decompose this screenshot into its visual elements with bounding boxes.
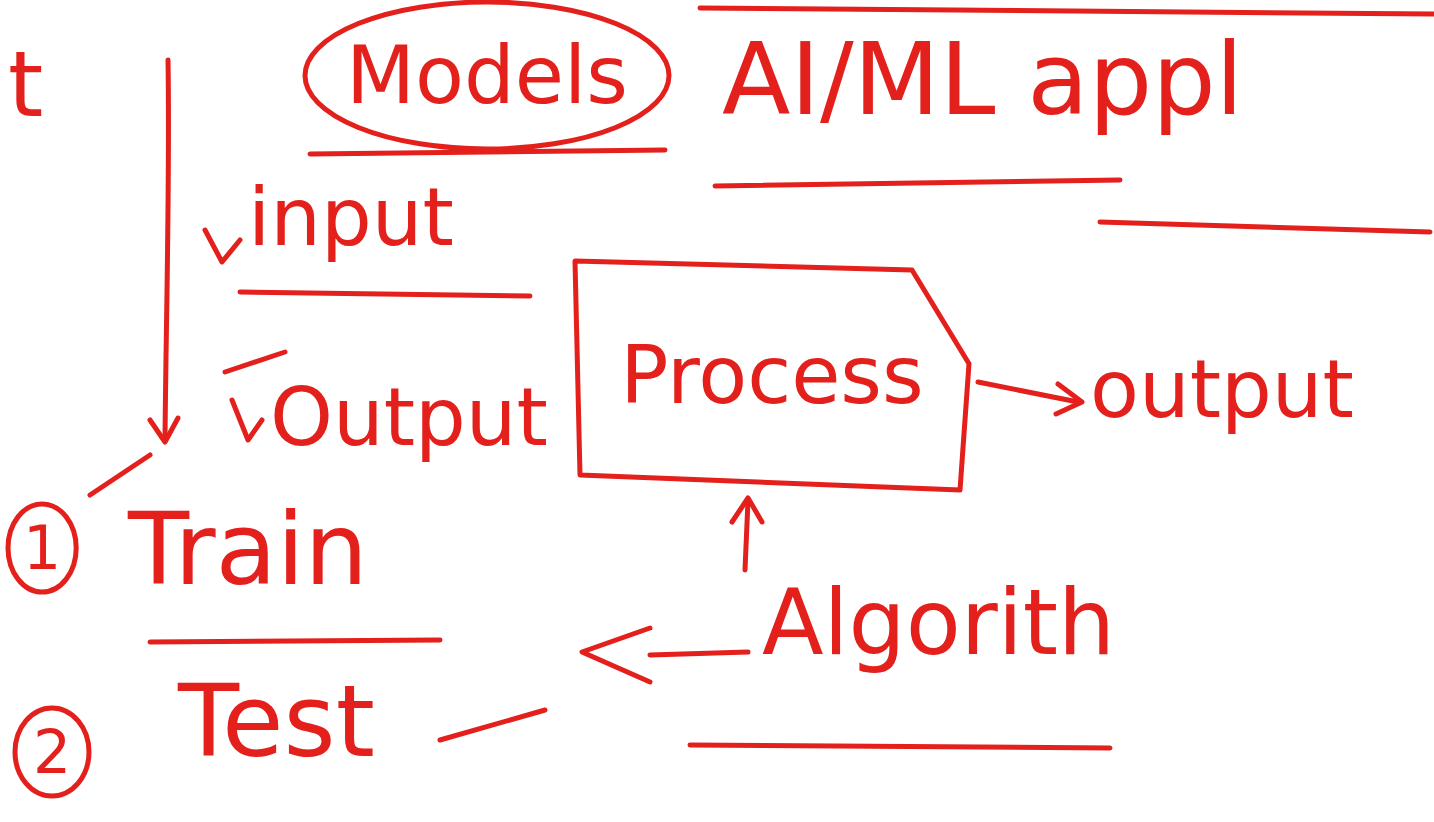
outline-shape [15,708,89,796]
arrow-line [650,652,748,655]
arrow-head [582,628,650,682]
node-text: Models [346,29,628,122]
arrow-head [1056,384,1082,414]
circled-word: Models [302,0,672,152]
check-stroke [225,352,285,372]
outline-shape [8,504,76,592]
process-box: Process [572,258,972,493]
output-label: output [1090,350,1354,430]
underline [690,745,1110,748]
check-mark [205,230,240,262]
arrow-head [150,418,178,442]
check-mark [232,400,262,440]
train-label: Train [128,500,368,600]
outline-shape [305,2,669,149]
output-label: Output [270,378,548,458]
edge-letter: t [8,40,43,130]
node-text: 1 [23,513,61,583]
underline [715,180,1120,186]
underline [150,640,440,642]
node-text: Process [620,329,923,422]
outline-shape [575,261,969,490]
test-label: Test [178,672,375,772]
arrow-line [745,500,748,570]
check-mark [90,455,150,495]
underline [240,292,530,296]
vertical-stroke [165,60,169,440]
node-text: 2 [33,717,71,787]
top-stroke [700,8,1434,14]
algorithm-label: Algorith [762,578,1115,668]
arrow-head [732,498,762,522]
tail-stroke [440,710,545,740]
callout-number: 1 [5,501,79,595]
callout-number: 2 [12,705,92,799]
underline [1100,222,1430,232]
title-text: AI/ML appl [722,30,1243,130]
input-label: input [248,178,454,258]
